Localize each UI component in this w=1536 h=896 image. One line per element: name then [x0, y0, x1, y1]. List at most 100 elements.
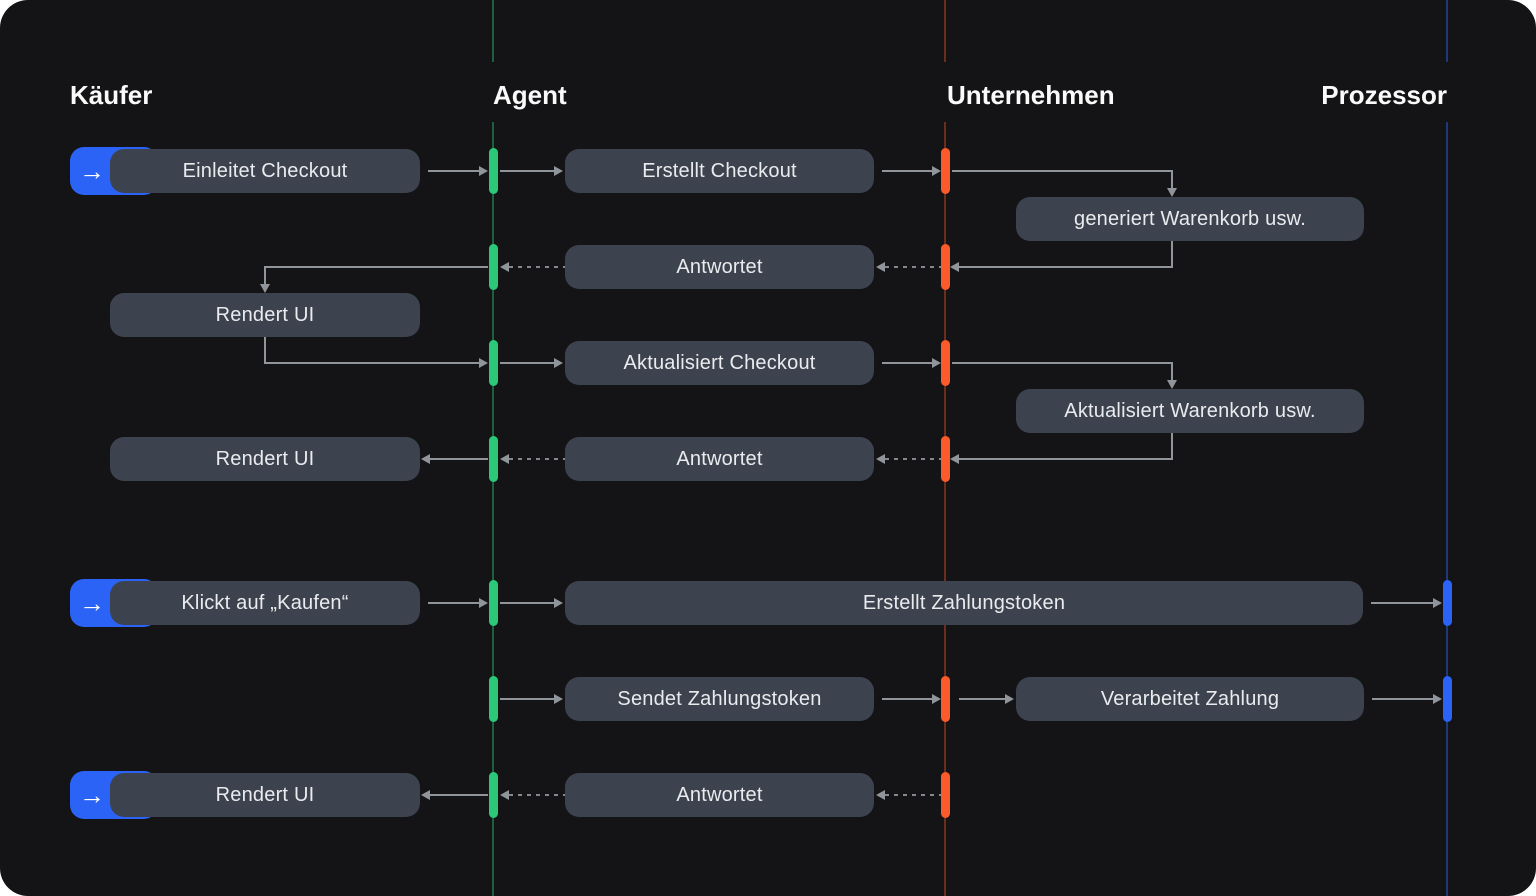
box-generiert-warenkorb: generiert Warenkorb usw. [1016, 197, 1364, 241]
arrow-shaft [500, 602, 554, 604]
company-lifeline [944, 122, 946, 896]
arrow-head [1433, 598, 1442, 608]
arrow-shaft [959, 458, 1173, 460]
arrow-head [554, 166, 563, 176]
arrow-head [876, 790, 885, 800]
arrow-shaft [264, 266, 266, 285]
arrow-head [479, 358, 488, 368]
agent-activation [488, 676, 498, 722]
box-antwortet-1: Antwortet [565, 245, 874, 289]
box-antwortet-2: Antwortet [565, 437, 874, 481]
arrow-head [554, 598, 563, 608]
arrow-head [950, 262, 959, 272]
company-activation [940, 436, 950, 482]
arrow-head [500, 262, 509, 272]
arrow-shaft [882, 698, 932, 700]
box-aktualisiert-warenkorb: Aktualisiert Warenkorb usw. [1016, 389, 1364, 433]
box-verarbeitet-zahlung: Verarbeitet Zahlung [1016, 677, 1364, 721]
box-antwortet-3: Antwortet [565, 773, 874, 817]
arrow-head [932, 166, 941, 176]
processor-lifeline [1446, 122, 1448, 896]
arrow-shaft [1372, 698, 1433, 700]
arrow-shaft [430, 458, 488, 460]
arrow-right-icon: → [79, 588, 105, 618]
arrow-head [479, 598, 488, 608]
agent-activation [488, 436, 498, 482]
actor-header-unternehmen: Unternehmen [947, 80, 1115, 110]
agent-activation [488, 244, 498, 290]
box-rendert-ui-2: Rendert UI [110, 437, 420, 481]
arrow-head [932, 694, 941, 704]
agent-activation [488, 340, 498, 386]
arrow-shaft [264, 266, 488, 268]
arrow-right-icon: → [79, 780, 105, 810]
agent-lifeline [492, 122, 494, 896]
arrow-shaft [428, 170, 479, 172]
company-activation [940, 244, 950, 290]
agent-activation [488, 580, 498, 626]
arrow-shaft [952, 362, 1173, 364]
arrow-shaft [1171, 241, 1173, 267]
arrow-head [554, 358, 563, 368]
arrow-head [876, 454, 885, 464]
arrow-shaft [264, 362, 479, 364]
box-einleitet-checkout: Einleitet Checkout [110, 149, 420, 193]
arrow-head [1167, 380, 1177, 389]
arrow-shaft [959, 266, 1173, 268]
arrow-shaft-dotted [885, 266, 941, 268]
agent-activation [488, 148, 498, 194]
actor-header-prozessor: Prozessor [1321, 80, 1447, 110]
arrow-head [260, 284, 270, 293]
arrow-shaft-dotted [885, 458, 941, 460]
box-erstellt-checkout: Erstellt Checkout [565, 149, 874, 193]
box-rendert-ui-1: Rendert UI [110, 293, 420, 337]
arrow-head [876, 262, 885, 272]
arrow-shaft [952, 170, 1173, 172]
box-aktualisiert-checkout: Aktualisiert Checkout [565, 341, 874, 385]
actor-header-kaeufer: Käufer [70, 80, 153, 110]
arrow-head [950, 454, 959, 464]
arrow-shaft [959, 698, 1005, 700]
arrow-head [1005, 694, 1014, 704]
arrow-shaft [500, 170, 554, 172]
arrow-head [421, 454, 430, 464]
arrow-head [479, 166, 488, 176]
agent-activation [488, 772, 498, 818]
processor-activation [1442, 676, 1452, 722]
arrow-head [1433, 694, 1442, 704]
box-klickt-kaufen: Klickt auf „Kaufen“ [110, 581, 420, 625]
arrow-shaft-dotted [509, 458, 565, 460]
box-rendert-ui-3: Rendert UI [110, 773, 420, 817]
company-lifeline [944, 0, 946, 62]
arrow-shaft [264, 337, 266, 363]
arrow-shaft [500, 698, 554, 700]
arrow-shaft [1371, 602, 1433, 604]
arrow-shaft [882, 362, 932, 364]
arrow-shaft [1171, 433, 1173, 459]
company-activation [940, 676, 950, 722]
arrow-head [1167, 188, 1177, 197]
box-erstellt-zahlungstoken: Erstellt Zahlungstoken [565, 581, 1363, 625]
arrow-shaft-dotted [885, 794, 941, 796]
arrow-shaft [500, 362, 554, 364]
arrow-head [500, 790, 509, 800]
agent-lifeline [492, 0, 494, 62]
processor-activation [1442, 580, 1452, 626]
arrow-head [421, 790, 430, 800]
arrow-shaft [1171, 362, 1173, 380]
processor-lifeline [1446, 0, 1448, 62]
arrow-shaft-dotted [509, 266, 565, 268]
company-activation [940, 148, 950, 194]
arrow-shaft [882, 170, 932, 172]
arrow-shaft-dotted [509, 794, 565, 796]
arrow-shaft [428, 602, 479, 604]
arrow-head [554, 694, 563, 704]
company-activation [940, 340, 950, 386]
box-sendet-zahlungstoken: Sendet Zahlungstoken [565, 677, 874, 721]
arrow-head [500, 454, 509, 464]
arrow-shaft [1171, 170, 1173, 188]
arrow-shaft [430, 794, 488, 796]
arrow-head [932, 358, 941, 368]
company-activation [940, 772, 950, 818]
